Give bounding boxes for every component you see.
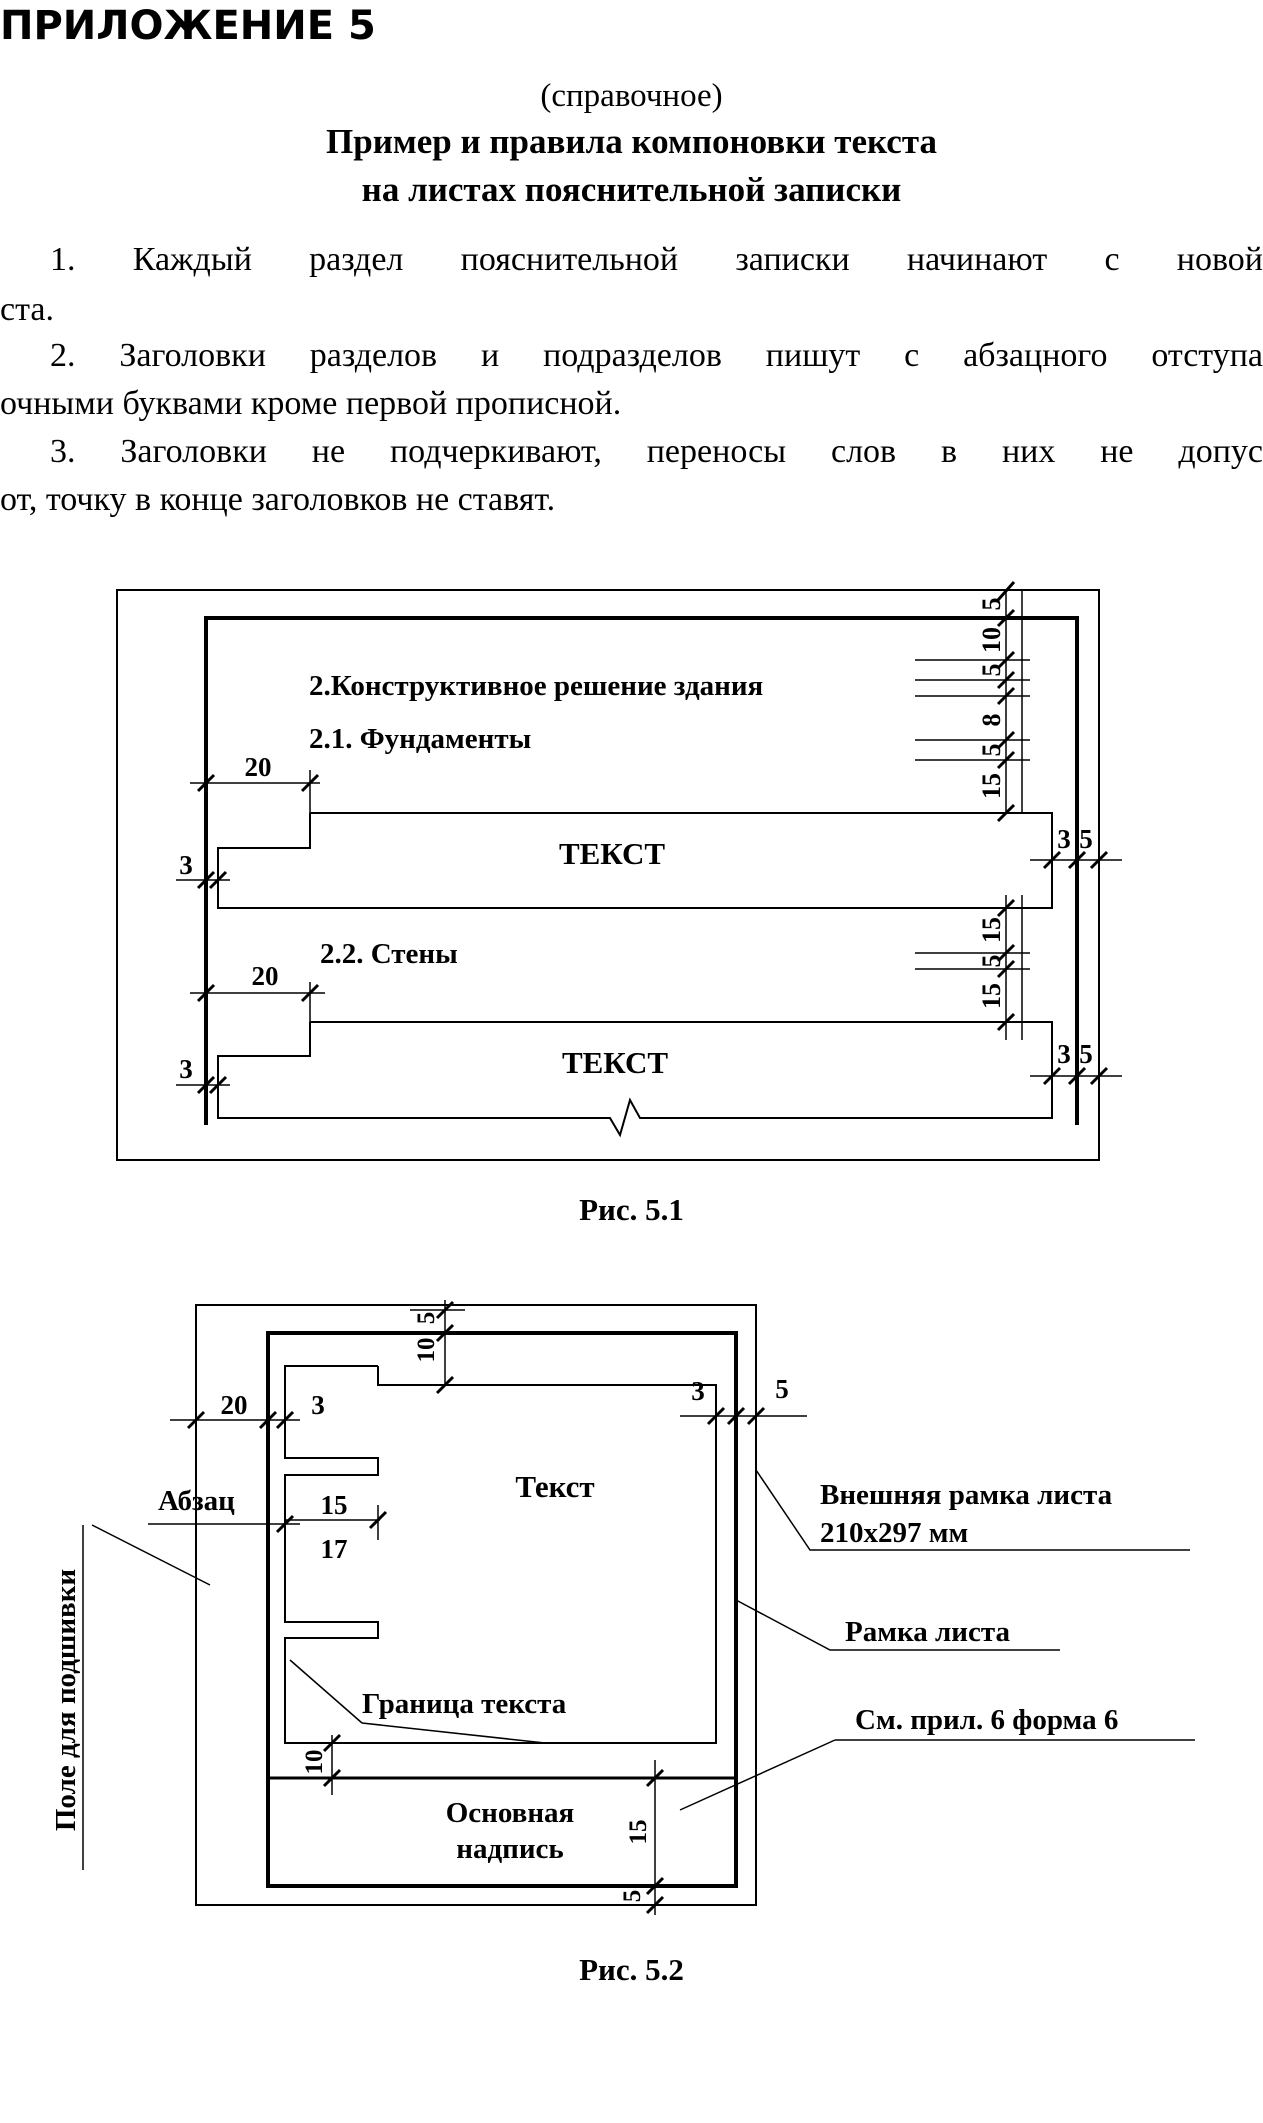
appendix-heading: ПРИЛОЖЕНИЕ 5 — [0, 3, 376, 49]
fig1-dim-text-left-2: 3 — [179, 1054, 193, 1084]
rule-1-cont: ста. — [0, 291, 54, 328]
fig2-dim-top-outer: 5 — [413, 1312, 440, 1325]
fig1-ticks-1 — [996, 581, 1016, 823]
fig2-dim-indent-b: 17 — [321, 1534, 348, 1564]
fig1-dim-frame-right-1: 5 — [1079, 824, 1093, 854]
fig1-dim-frame-right-2: 5 — [1079, 1039, 1093, 1069]
fig1-dim-top-margin: 5 — [977, 598, 1006, 611]
fig1-text-block-2 — [217, 1021, 1053, 1138]
fig2-paragraph-label: Абзац — [158, 1485, 235, 1517]
doc-title-line1: Пример и правила компоновки текста — [326, 122, 937, 161]
fig2-dim-right-frame: 5 — [775, 1374, 789, 1404]
fig2-outer-frame-label-2: 210x297 мм — [820, 1517, 968, 1549]
fig1-dim-below-sub2: 5 — [977, 955, 1006, 968]
fig1-dim-below-section: 5 — [977, 664, 1006, 677]
fig1-right-dims-1 — [915, 590, 1030, 814]
fig2-dim-left-text: 3 — [311, 1390, 325, 1420]
fig2-outer-frame-label-1: Внешняя рамка листа — [820, 1479, 1113, 1511]
fig1-dim-text-right-1: 3 — [1057, 824, 1071, 854]
fig2-title-block-label-2: надпись — [456, 1833, 564, 1865]
reference-note: (справочное) — [540, 78, 723, 114]
fig1-subheading-2: 2.2. Стены — [320, 938, 458, 970]
fig1-section-heading: 2.Конструктивное решение здания — [309, 670, 763, 702]
figure-5-1: 2.Конструктивное решение здания 2.1. Фун… — [116, 581, 1122, 1161]
fig2-see-appendix-label: См. прил. 6 форма 6 — [855, 1704, 1118, 1736]
fig2-dim-indent-a: 15 — [321, 1490, 348, 1520]
rule-1: 1. Каждый раздел пояснительной записки н… — [50, 241, 1263, 278]
fig2-dim-bottom-text: 10 — [301, 1750, 328, 1775]
rule-3-cont: от, точку в конце заголовков не ставят. — [0, 481, 556, 518]
fig1-dim-between-headings: 8 — [977, 714, 1006, 727]
fig1-text-block-2-label: ТЕКСТ — [562, 1045, 668, 1080]
fig2-dim-block-height: 15 — [625, 1820, 652, 1845]
fig2-outer-frame — [195, 1304, 757, 1906]
fig1-dim-text-right-2: 3 — [1057, 1039, 1071, 1069]
fig2-text-label: Текст — [515, 1469, 594, 1504]
fig2-title-block-label-1: Основная — [446, 1797, 574, 1829]
fig2-sheet-frame — [266, 1331, 738, 1888]
fig2-dim-bottom-frame: 5 — [619, 1890, 646, 1903]
fig2-text-border-label: Граница текста — [362, 1688, 567, 1720]
fig2-dim-right-text: 3 — [691, 1376, 705, 1406]
fig1-right-h-ticks — [1042, 850, 1109, 1086]
fig1-left-dims — [176, 770, 325, 1086]
fig1-caption: Рис. 5.1 — [579, 1192, 684, 1227]
fig1-left-ticks — [196, 773, 320, 1095]
fig1-text-block-1-label: ТЕКСТ — [559, 836, 665, 871]
fig2-dim-top-inner: 10 — [413, 1338, 440, 1363]
fig2-caption: Рис. 5.2 — [579, 1952, 684, 1987]
fig1-subheading-1: 2.1. Фундаменты — [309, 723, 531, 755]
fig1-dim-below-sub1: 5 — [977, 744, 1006, 757]
fig1-dim-indent-2: 20 — [252, 961, 279, 991]
fig1-main-frame — [204, 616, 1079, 1125]
fig2-sheet-frame-label: Рамка листа — [845, 1616, 1010, 1648]
rule-2-cont: очными буквами кроме первой прописной. — [0, 385, 622, 422]
fig1-ticks-2 — [996, 898, 1016, 1032]
rule-2: 2. Заголовки разделов и подразделов пишу… — [50, 337, 1263, 374]
fig1-dim-before-text1: 15 — [977, 773, 1006, 799]
fig2-text-boundary — [284, 1365, 717, 1744]
fig1-dim-above-section: 10 — [977, 627, 1006, 653]
rule-3: 3. Заголовки не подчеркивают, переносы с… — [50, 433, 1263, 470]
fig2-binding-field-label: Поле для подшивки — [50, 1569, 82, 1831]
doc-title-line2: на листах пояснительной записки — [361, 170, 902, 209]
fig1-dim-after-text1: 15 — [977, 917, 1006, 943]
fig1-text-block-1 — [217, 812, 1053, 909]
fig2-dim-binding: 20 — [221, 1390, 248, 1420]
fig1-dim-text-left-1: 3 — [179, 850, 193, 880]
fig1-dim-indent-1: 20 — [245, 752, 272, 782]
fig1-dim-before-text2: 15 — [977, 983, 1006, 1009]
fig1-outer-frame — [116, 589, 1100, 1161]
